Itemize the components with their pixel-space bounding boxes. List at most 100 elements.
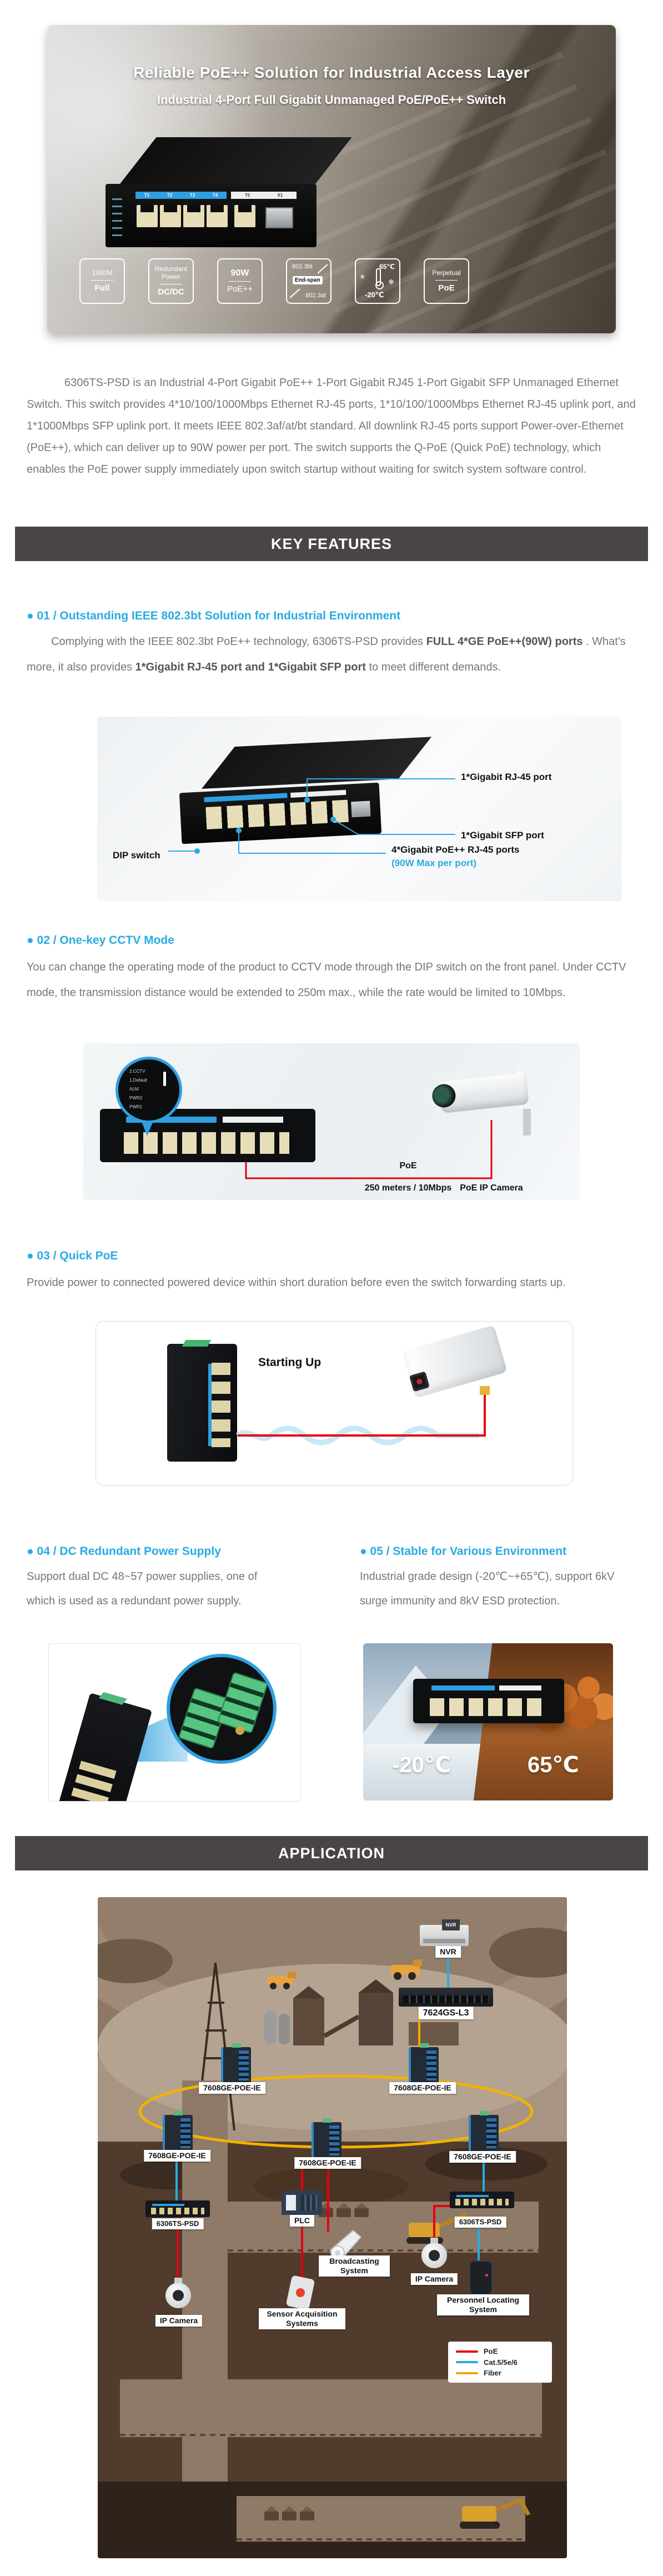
callout-label-sfp: 1*Gigabit SFP port (461, 830, 544, 841)
redundant-power-card (48, 1643, 301, 1802)
rj45-uplink-port (234, 205, 255, 227)
badge-standard-label: 802.3at (305, 292, 326, 299)
callout-label-dip-switch: DIP switch (113, 850, 160, 861)
feature-03-text: Provide power to connected powered devic… (27, 1277, 566, 1289)
callout-label-rj45: 1*Gigabit RJ-45 port (461, 772, 552, 782)
dip-row: PWR2 (129, 1096, 143, 1101)
ring-switch-device (163, 2111, 193, 2152)
nvr-device: NVR (420, 1919, 469, 1946)
callout-sublabel-90w: (90W Max per port) (391, 858, 477, 868)
cold-temp-label: -20℃ (392, 1753, 451, 1777)
slash-decoration (317, 264, 328, 274)
feature-01-heading: ● 01 / Outstanding IEEE 802.3bt Solution… (27, 609, 401, 622)
hot-temp-label: 65℃ (528, 1753, 579, 1777)
legend-row: PoE (456, 2347, 544, 2355)
distance-label: 250 meters / 10Mbps (364, 1183, 452, 1193)
label-ring-switch: 7608GE-POE-IE (144, 2150, 210, 2162)
legend-label: Fiber (484, 2369, 501, 2377)
badge-top-label: Redundant Power (154, 265, 188, 281)
slash-decoration (289, 288, 300, 298)
rj45-ports (123, 1132, 290, 1154)
label-plc: PLC (290, 2215, 314, 2227)
legend-label: Cat.5/5e/6 (484, 2358, 518, 2367)
badge-top-label: 1000M (92, 269, 113, 277)
text-part: Complying with the IEEE 802.3bt PoE++ te… (51, 636, 426, 648)
badge-divider (229, 281, 251, 282)
label-access-switch-right: 6306TS-PSD (454, 2217, 506, 2228)
section-bar-title: APPLICATION (278, 1844, 385, 1862)
bold-part: FULL 4*GE PoE++(90W) ports (426, 636, 583, 648)
nvr-tag: NVR (442, 1919, 460, 1930)
label-personnel-system: Personnel Locating System (437, 2294, 529, 2315)
rj45-port (160, 205, 181, 227)
port-label: T3 (189, 193, 195, 198)
feature-01-text: Complying with the IEEE 802.3bt PoE++ te… (27, 629, 640, 680)
feature-04-heading: ● 04 / DC Redundant Power Supply (27, 1545, 221, 1558)
dome-camera-left (165, 2278, 191, 2308)
sun-icon: ☀ (359, 273, 366, 281)
personnel-device (469, 2260, 493, 2295)
text-part: to meet different demands. (365, 661, 501, 673)
legend-swatch-poe (456, 2350, 478, 2353)
dip-row: 2.CCTV (129, 1069, 145, 1074)
dc-terminal-block (217, 1672, 269, 1734)
temperature-card: -20℃ 65℃ (363, 1643, 613, 1800)
quick-poe-card: Starting Up (96, 1321, 573, 1485)
uplink-port-label-strip: T5 X1 (231, 192, 297, 199)
grounding-screw (235, 1726, 244, 1735)
cold-temp-label: -20℃ (365, 291, 384, 299)
plc-device (282, 2190, 322, 2215)
badge-redundant-power: Redundant Power DC/DC (148, 258, 194, 304)
badge-top-label: Perpetual (432, 269, 461, 277)
hero-title: Reliable PoE++ Solution for Industrial A… (133, 64, 530, 81)
legend: PoE Cat.5/5e/6 Fiber (448, 2342, 552, 2383)
callout-poe-title: 4*Gigabit PoE++ RJ-45 ports (391, 844, 520, 855)
label-core-switch: 7624GS-L3 (418, 2007, 474, 2020)
dome-camera-right (421, 2238, 447, 2268)
ring-switch-device (312, 2118, 341, 2159)
switch-front-image (100, 1109, 315, 1162)
label-access-switch-left: 6306TS-PSD (152, 2218, 204, 2229)
ring-switch-device (469, 2111, 499, 2152)
label-ring-switch: 7608GE-POE-IE (199, 2082, 265, 2094)
port-label: T1 (144, 193, 150, 198)
feature-02-text: You can change the operating mode of the… (27, 961, 626, 999)
label-nvr: NVR (435, 1946, 461, 1958)
legend-swatch-fiber (456, 2372, 478, 2374)
snow-ground (363, 1744, 493, 1800)
key-features-bar: KEY FEATURES (15, 527, 648, 561)
badge-divider (91, 279, 113, 281)
callout-label-poe-ports: 4*Gigabit PoE++ RJ-45 ports (90W Max per… (391, 843, 520, 870)
label-ring-switch: 7608GE-POE-IE (389, 2082, 456, 2094)
label-sensor-systems: Sensor Acquisition Systems (259, 2308, 345, 2329)
feature-04-text: Support dual DC 48~57 power supplies, on… (27, 1570, 258, 1607)
label-ring-switch: 7608GE-POE-IE (294, 2157, 361, 2169)
legend-swatch-cat5 (456, 2361, 478, 2363)
label-broadcasting-system: Broadcasting System (319, 2255, 390, 2277)
section-bar-title: KEY FEATURES (270, 535, 393, 552)
core-switch-device (399, 1988, 493, 2007)
label-ip-camera-right: IP Camera (410, 2273, 458, 2285)
badge-90w-poe: 90W PoE++ (217, 258, 263, 304)
product-callout-card: 1*Gigabit RJ-45 port 1*Gigabit SFP port … (97, 717, 622, 901)
badge-divider (435, 279, 458, 281)
legend-row: Fiber (456, 2369, 544, 2377)
dip-switch-rows: 2.CCTV 1.Default ALM PWR2 PWR1 (129, 1067, 147, 1112)
badge-802-3bt: 802.3bt End-span 802.3at (286, 258, 332, 304)
rj45-port (183, 205, 204, 227)
intro-paragraph: 6306TS-PSD is an Industrial 4-Port Gigab… (27, 377, 636, 476)
switch-top-face (120, 137, 352, 184)
feature-05-text: Industrial grade design (-20℃~+65℃), sup… (360, 1570, 615, 1607)
port-label: T2 (167, 193, 173, 198)
tree-illustration (577, 1677, 600, 1699)
application-bar: APPLICATION (15, 1836, 648, 1870)
poe-ip-camera-label: PoE IP Camera (460, 1183, 523, 1193)
led-column (112, 198, 122, 237)
feature-02-heading: ● 02 / One-key CCTV Mode (27, 934, 174, 947)
badge-bottom-label: PoE++ (227, 284, 253, 294)
hero-banner: Reliable PoE++ Solution for Industrial A… (47, 25, 616, 333)
camera-bracket (523, 1109, 531, 1136)
label-ring-switch: 7608GE-POE-IE (449, 2151, 516, 2163)
port-label: T4 (212, 193, 218, 198)
